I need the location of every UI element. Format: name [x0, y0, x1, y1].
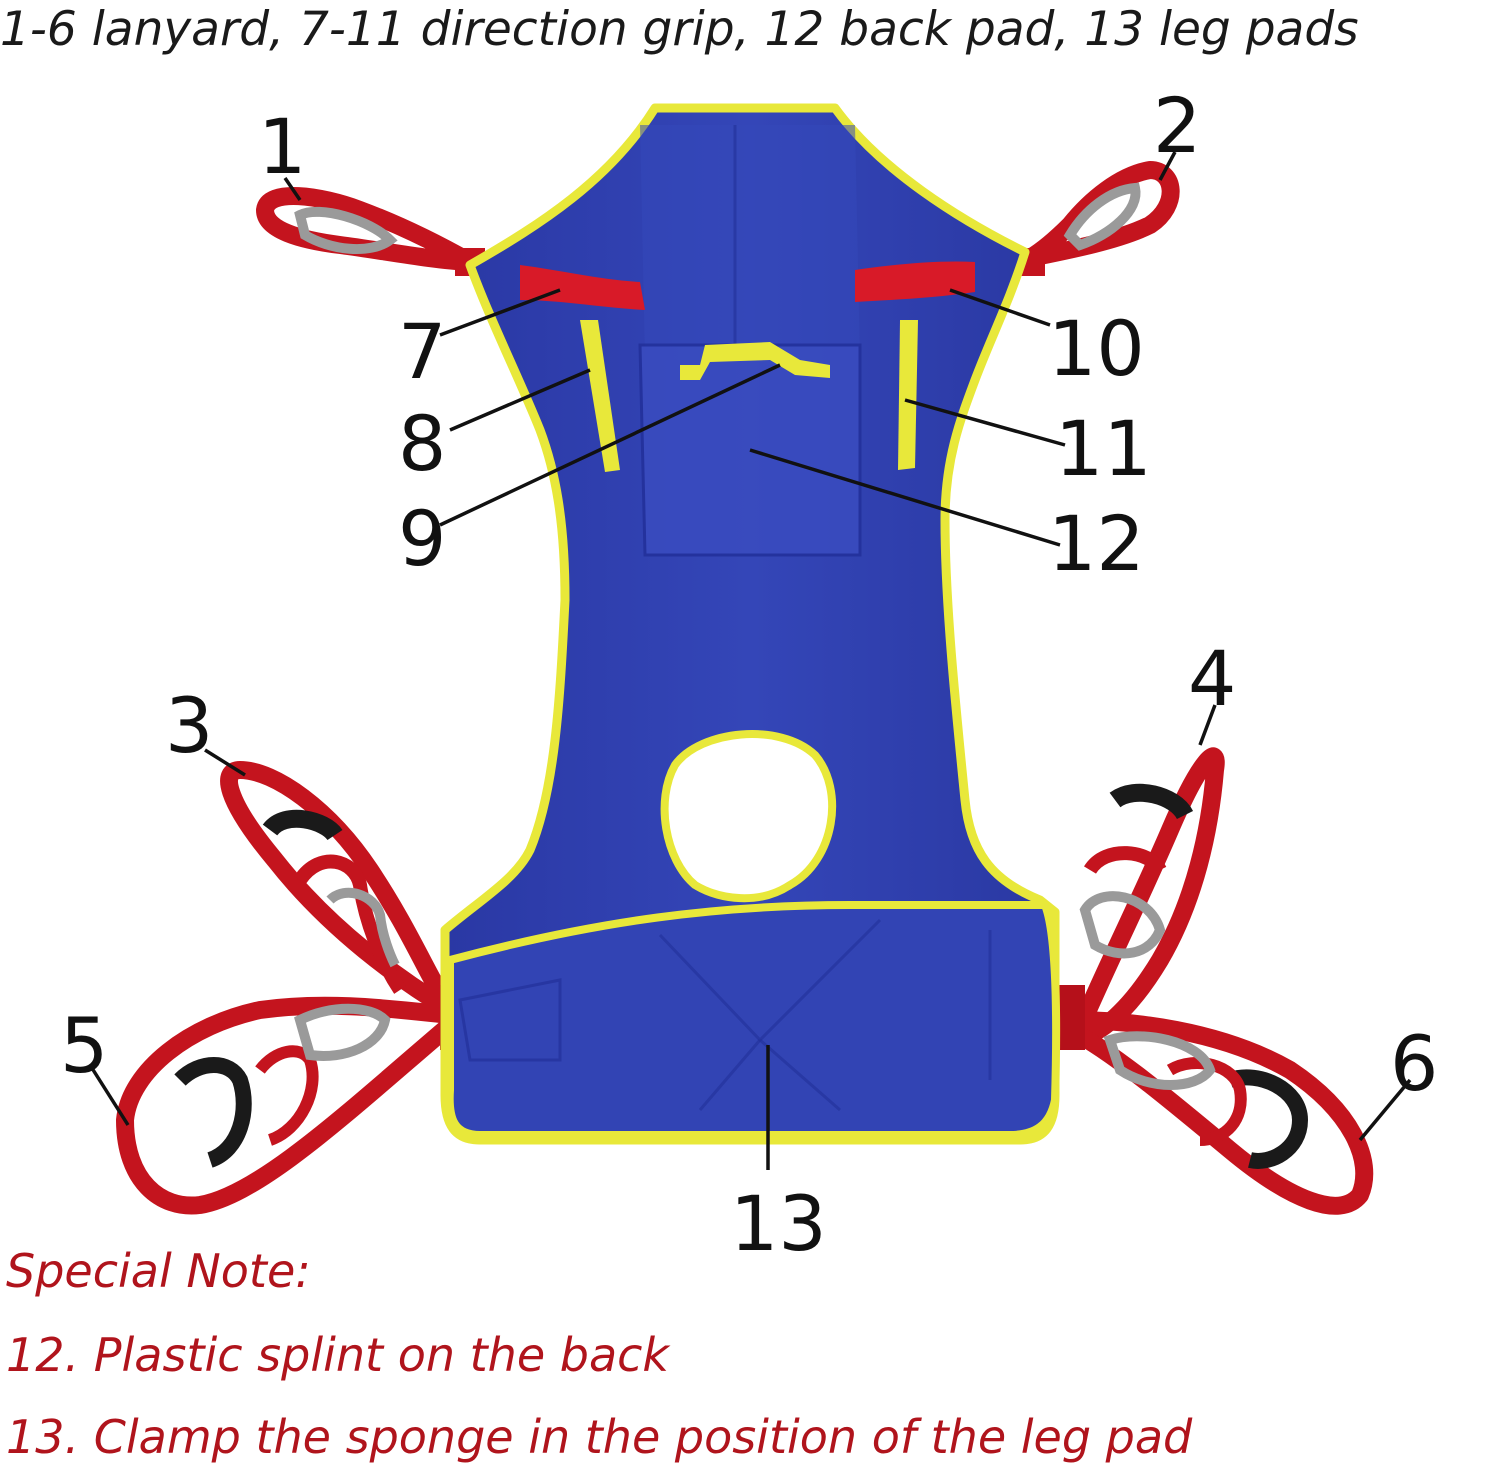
label-4: 4 — [1188, 634, 1236, 723]
label-12: 12 — [1048, 499, 1145, 588]
leader-11 — [904, 398, 1066, 447]
lanyard-1 — [256, 187, 479, 271]
leader-9 — [439, 363, 781, 527]
label-1: 1 — [258, 102, 306, 191]
lanyard-5 — [116, 996, 459, 1215]
label-7: 7 — [398, 307, 446, 396]
leader-12 — [749, 448, 1061, 547]
special-note-item-13: 13. Clamp the sponge in the position of … — [6, 1410, 1193, 1464]
leader-5 — [88, 1064, 130, 1126]
lanyard-6 — [1061, 1011, 1374, 1215]
lanyard-4 — [1066, 747, 1225, 1049]
label-10: 10 — [1048, 304, 1145, 393]
label-3: 3 — [165, 681, 213, 770]
leg-pad — [445, 901, 1061, 1139]
leader-4 — [1198, 704, 1217, 746]
leader-8 — [449, 368, 591, 432]
label-5: 5 — [60, 1001, 108, 1090]
leader-7 — [439, 288, 561, 337]
grip-9 — [680, 342, 830, 380]
lanyard-2 — [1021, 161, 1180, 267]
grip-7 — [520, 265, 645, 310]
label-9: 9 — [398, 494, 446, 583]
special-note-title: Special Note: — [6, 1244, 311, 1298]
leader-3 — [204, 748, 246, 777]
grip-8 — [580, 320, 620, 472]
label-13: 13 — [730, 1179, 827, 1268]
leader-6 — [1358, 1078, 1412, 1142]
grip-10 — [855, 261, 975, 302]
leader-lines — [88, 151, 1412, 1170]
leader-10 — [949, 288, 1051, 327]
label-11: 11 — [1055, 404, 1152, 493]
leader-2 — [1158, 151, 1177, 181]
label-8: 8 — [398, 399, 446, 488]
label-6: 6 — [1390, 1019, 1438, 1108]
diagram-caption: 1-6 lanyard, 7-11 direction grip, 12 bac… — [0, 2, 1359, 57]
grip-11 — [898, 320, 918, 470]
special-note-item-12: 12. Plastic splint on the back — [6, 1328, 670, 1382]
leader-1 — [283, 177, 302, 201]
back-pad — [638, 125, 862, 557]
lanyard-3 — [220, 761, 459, 1019]
label-2: 2 — [1153, 81, 1201, 170]
commode-hole — [660, 730, 837, 903]
